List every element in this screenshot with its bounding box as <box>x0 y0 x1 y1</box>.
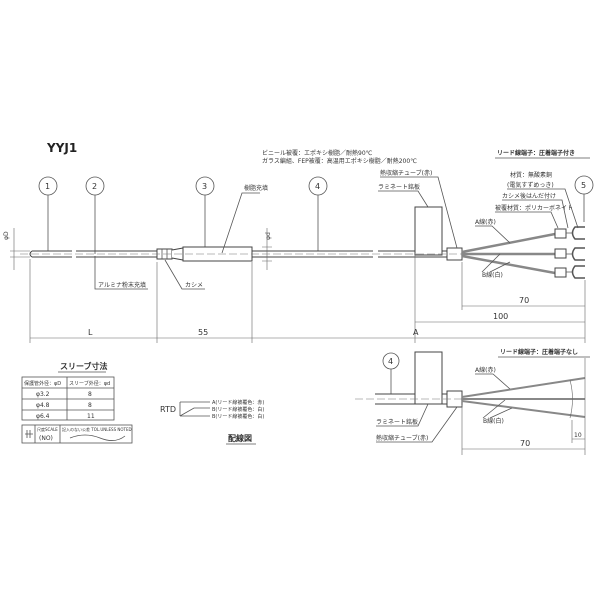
svg-text:φ4.8: φ4.8 <box>36 402 50 409</box>
balloon-3: 3 <box>195 176 215 248</box>
svg-text:8: 8 <box>88 391 92 398</box>
svg-text:保護管外径：φD: 保護管外径：φD <box>24 380 61 387</box>
svg-text:4: 4 <box>388 357 393 366</box>
coating-note-1: ビニール被覆：エポキシ樹脂／耐熱90℃ <box>262 149 373 157</box>
laminate-label: ラミネート銘板 <box>378 183 420 191</box>
dim-70-lower: 70 <box>520 439 530 448</box>
dimension-lines <box>29 255 586 343</box>
dim-10: 10 <box>574 432 582 439</box>
svg-text:記入のない公差 TOL.UNLESS NOTED: 記入のない公差 TOL.UNLESS NOTED <box>62 426 132 432</box>
svg-text:B(リード線被覆色：白): B(リード線被覆色：白) <box>212 406 264 413</box>
wire-b-label: B線(白) <box>482 271 503 279</box>
svg-text:尺度SCALE: 尺度SCALE <box>37 426 58 432</box>
dim-100: 100 <box>493 312 508 321</box>
rtd-label: RTD <box>160 405 176 414</box>
crimp-label: カシメ <box>185 282 203 289</box>
dim-A: A <box>413 328 419 337</box>
sleeve-table-title: スリーブ寸法 <box>60 361 108 371</box>
svg-text:5: 5 <box>581 181 586 190</box>
heat-shrink-label-2: 熱収縮チューブ(赤) <box>376 434 428 442</box>
balloon-1: 1 <box>38 176 58 251</box>
laminate-label-2: ラミネート銘板 <box>376 418 418 426</box>
svg-text:(NO): (NO) <box>39 435 53 442</box>
drawing-title: YYJ1 <box>46 141 77 155</box>
svg-text:スリーブ外径：φd: スリーブ外径：φd <box>69 380 110 387</box>
wire-a-label: A線(赤) <box>475 218 496 226</box>
dim-70: 70 <box>519 296 529 305</box>
material-label: 材質：無酸素銅 <box>510 171 552 179</box>
svg-text:4: 4 <box>315 182 320 191</box>
svg-text:A(リード線被覆色：赤): A(リード線被覆色：赤) <box>212 399 264 406</box>
section-title-no-crimp: リード線端子：圧着端子なし <box>500 348 578 356</box>
probe-sheath <box>20 206 470 262</box>
svg-text:1: 1 <box>45 182 50 191</box>
sleeve-table: 保護管外径：φD スリーブ外径：φd φ3.2 8 φ4.8 8 φ6.4 11 <box>21 376 115 421</box>
wire-a-label-2: A線(赤) <box>475 366 496 374</box>
plating-label: (電気すずめっき) <box>507 181 554 189</box>
balloon-2: 2 <box>85 176 105 254</box>
wiring-diagram: RTD A(リード線被覆色：赤) B(リード線被覆色：白) B(リード線被覆色：… <box>160 399 264 445</box>
lead-wires-no-crimp: 4 <box>355 351 586 455</box>
svg-text:φ3.2: φ3.2 <box>36 391 50 398</box>
heat-shrink-label: 熱収縮チューブ(赤) <box>380 169 432 177</box>
coating-note-2: ガラス編組、FEP被覆：高温用エポキシ樹脂／耐熱200℃ <box>262 157 417 165</box>
svg-text:8: 8 <box>88 402 92 409</box>
svg-text:φ6.4: φ6.4 <box>36 413 50 420</box>
svg-text:B(リード線被覆色：白): B(リード線被覆色：白) <box>212 413 264 420</box>
lead-wires-crimped <box>461 226 585 279</box>
svg-text:2: 2 <box>92 182 97 191</box>
section-title-crimped: リード線端子：圧着端子付き <box>497 149 575 157</box>
wire-b-label-2: B線(白) <box>483 417 504 425</box>
solder-label: カシメ後はんだ付け <box>502 192 556 200</box>
scale-box: 尺度SCALE (NO) 記入のない公差 TOL.UNLESS NOTED <box>21 424 133 444</box>
wiring-title: 配線図 <box>228 433 252 443</box>
svg-text:11: 11 <box>87 413 95 420</box>
cover-label: 被覆材質：ポリカーボネイト <box>495 204 573 212</box>
phi-d-label: φd <box>265 232 272 240</box>
resin-fill-label: 樹脂充填 <box>244 184 268 192</box>
laminate-plate <box>414 206 443 256</box>
phi-D-label: φD <box>3 231 10 240</box>
balloon-4: 4 <box>308 176 328 251</box>
alumina-fill-label: アルミナ粉末充填 <box>98 281 146 289</box>
balloon-5: 5 <box>574 175 594 222</box>
dim-L: L <box>88 328 93 337</box>
svg-text:3: 3 <box>202 182 207 191</box>
dim-55: 55 <box>198 328 208 337</box>
